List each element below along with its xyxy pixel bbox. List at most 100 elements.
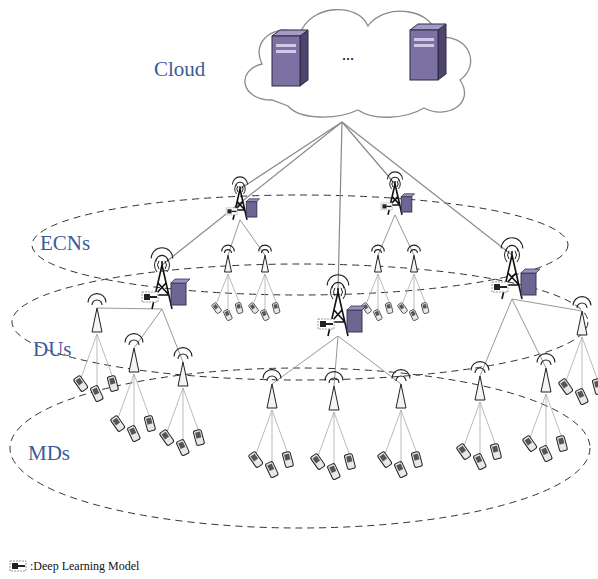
mobile-device [397, 302, 408, 314]
phone-body [373, 309, 383, 321]
phone-body [473, 453, 487, 470]
mobile-device [421, 302, 429, 314]
du-antenna [174, 348, 192, 386]
deep-learning-icon [381, 203, 392, 210]
phone-body [575, 388, 589, 405]
signal-wave [341, 288, 343, 296]
deep-learning-icon [10, 561, 26, 571]
legend-text: :Deep Learning Model [30, 559, 139, 574]
du-md-link [97, 334, 113, 378]
signal-wave [387, 172, 402, 180]
signal-wave [259, 245, 272, 251]
signal-wave [392, 181, 393, 187]
du-md-link [401, 410, 417, 454]
phone-screen [475, 456, 482, 464]
signal-wave [577, 303, 587, 308]
mobile-device [394, 461, 408, 478]
du-md-link [530, 394, 546, 438]
signal-wave [517, 248, 520, 262]
signal-wave [508, 251, 510, 259]
phone-body [272, 302, 280, 314]
mobile-device [592, 378, 598, 395]
mobile-device [539, 445, 553, 462]
server-front [272, 36, 300, 86]
du-md-link [183, 388, 199, 432]
deep-learning-icon [226, 208, 237, 215]
signal-wave [332, 282, 344, 288]
dl-stem [500, 286, 507, 288]
phone-screen [422, 304, 426, 309]
antenna-body [577, 311, 587, 335]
phone-screen [541, 448, 548, 456]
phone-body [90, 385, 104, 402]
antenna-body [396, 384, 406, 408]
du-md-link [256, 410, 272, 454]
phone-body [282, 451, 294, 468]
du-md-link [118, 374, 134, 418]
server-top [401, 194, 414, 197]
signal-wave [236, 182, 244, 186]
signal-wave [155, 258, 158, 272]
phone-screen [346, 456, 352, 463]
ecn-du-link [272, 336, 338, 384]
mobile-device [211, 302, 222, 314]
du-antenna [222, 245, 235, 272]
du-md-link [385, 410, 401, 454]
mobile-device [193, 429, 205, 446]
du-md-link [480, 402, 481, 456]
mobile-device [575, 388, 589, 405]
dl-block [494, 284, 500, 290]
signal-wave [537, 354, 555, 363]
signal-wave [174, 348, 192, 357]
signal-wave [158, 261, 160, 269]
ecn-du-link [338, 336, 401, 384]
du-md-link [272, 410, 288, 454]
mobile-device [409, 309, 419, 321]
signal-wave [391, 177, 399, 181]
dl-stem [326, 323, 333, 325]
mobile-device [235, 302, 243, 314]
signal-wave [125, 334, 143, 343]
phone-screen [594, 381, 598, 388]
tier-label: MDs [28, 442, 70, 465]
du-antenna [471, 362, 489, 400]
antenna-body [267, 384, 277, 408]
phone-body [490, 443, 502, 460]
phone-body [421, 302, 429, 314]
tier-label: DUs [33, 338, 72, 361]
dl-frame [142, 292, 158, 302]
antenna-body [92, 308, 102, 332]
signal-wave [501, 238, 523, 249]
phone-screen [236, 304, 240, 309]
phone-screen [129, 428, 136, 436]
layer-ellipse [10, 368, 590, 528]
phone-screen [178, 442, 185, 450]
du-md-link [228, 274, 229, 309]
signal-wave [237, 186, 238, 192]
phone-body [558, 378, 573, 395]
dl-frame [10, 561, 26, 571]
phone-screen [92, 388, 99, 396]
phone-screen [558, 438, 564, 445]
ecn-station [226, 177, 260, 220]
du-md-link [582, 337, 583, 391]
cloud-link [240, 122, 342, 189]
dl-frame [226, 208, 237, 215]
du-md-link [265, 274, 276, 302]
deep-learning-icon [492, 282, 508, 292]
phone-body [409, 309, 419, 321]
deep-learning-icon [318, 319, 334, 329]
signal-wave [222, 245, 235, 251]
phone-body [265, 461, 279, 478]
signal-wave [375, 250, 382, 253]
signal-wave [372, 245, 385, 251]
ecn-station [142, 248, 190, 309]
phone-screen [525, 438, 533, 446]
server-top [246, 199, 259, 202]
mobile-device [223, 309, 233, 321]
phone-screen [492, 446, 498, 453]
signal-wave [167, 258, 170, 272]
phone-screen [225, 311, 230, 316]
du-md-link [97, 334, 98, 388]
